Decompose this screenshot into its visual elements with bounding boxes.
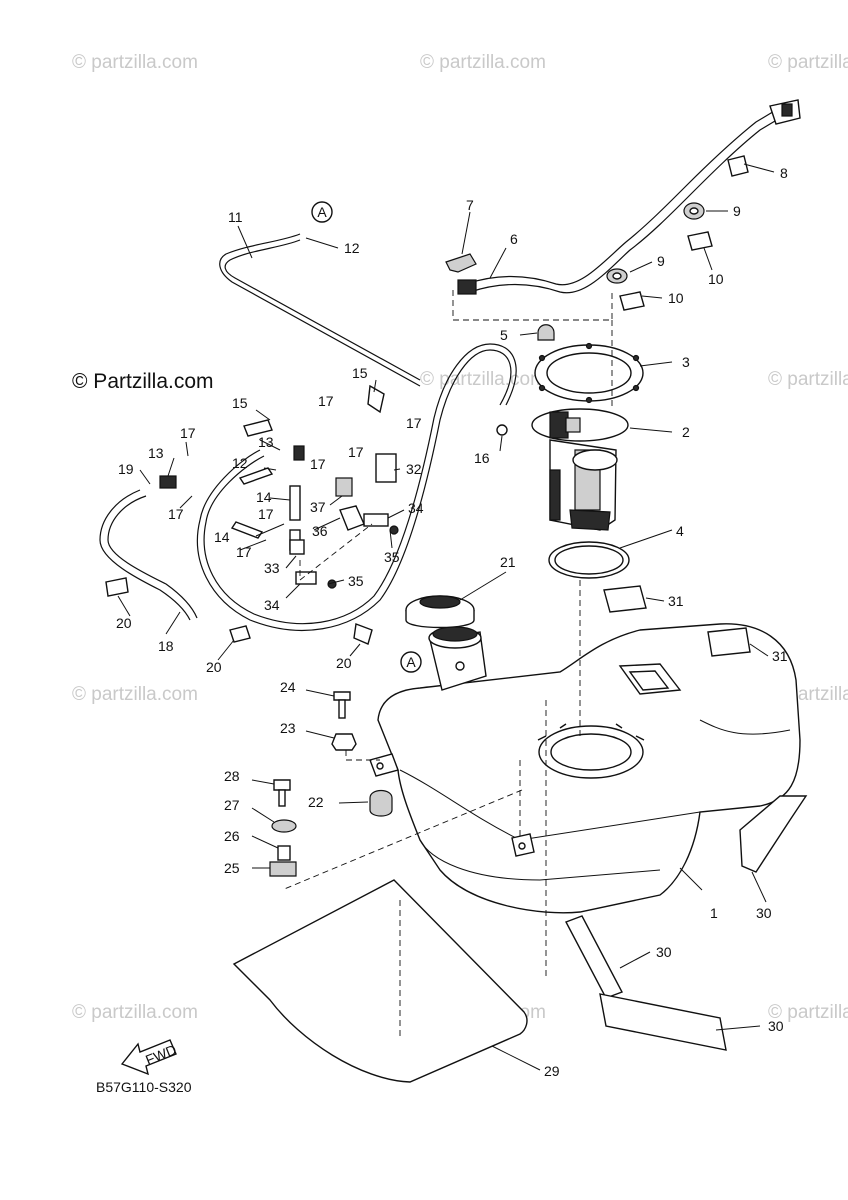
callout: 17: [258, 506, 274, 522]
watermark: © partzilla.com: [768, 52, 848, 73]
clamp: [727, 155, 749, 177]
fuel-tank: [369, 623, 801, 914]
callout: 3: [682, 354, 690, 370]
reference-marker-a: A A: [311, 201, 422, 673]
callout: 15: [232, 395, 248, 411]
callout: 20: [116, 615, 132, 631]
callout: 26: [224, 828, 240, 844]
callout: 20: [336, 655, 352, 671]
under-cover: [232, 879, 528, 1083]
mounting-plate: [534, 342, 644, 404]
callout: 23: [280, 720, 296, 736]
callout: 31: [668, 593, 684, 609]
fittings: [159, 384, 399, 589]
callout: 19: [118, 461, 134, 477]
callout: 28: [224, 768, 240, 784]
callout: 35: [348, 573, 364, 589]
callout: 13: [258, 434, 274, 450]
svg-text:FWD: FWD: [143, 1041, 179, 1068]
callout: 4: [676, 523, 684, 539]
callout: 33: [264, 560, 280, 576]
callout: 27: [224, 797, 240, 813]
watermark: © partzilla.com: [72, 684, 198, 705]
foam-strip: [565, 795, 808, 1051]
callout: 17: [236, 544, 252, 560]
callout: 37: [310, 499, 326, 515]
callout: 14: [214, 529, 230, 545]
callout: 10: [668, 290, 684, 306]
callout: 10: [708, 271, 724, 287]
callout: 6: [510, 231, 518, 247]
callout: 29: [544, 1063, 560, 1079]
clip-16: [496, 424, 508, 436]
callout: 1: [710, 905, 718, 921]
callout: 7: [466, 197, 474, 213]
watermark: © partzilla.com: [72, 52, 198, 73]
callout: 17: [180, 425, 196, 441]
fuel-cap: [405, 595, 475, 629]
hose-left: [99, 489, 191, 621]
callout: 2: [682, 424, 690, 440]
forward-direction-arrow: FWD: [120, 1039, 179, 1076]
callout: 34: [264, 597, 280, 613]
watermark-main: © Partzilla.com: [72, 370, 214, 393]
holder: [619, 231, 713, 311]
callout: 35: [384, 549, 400, 565]
clip: [445, 253, 477, 273]
callout: 8: [780, 165, 788, 181]
watermark: © partzilla.com: [768, 369, 848, 390]
callout: 30: [656, 944, 672, 960]
callout: 18: [158, 638, 174, 654]
callout: 9: [657, 253, 665, 269]
callout: 30: [768, 1018, 784, 1034]
callout: 17: [406, 415, 422, 431]
callout: 9: [733, 203, 741, 219]
callout: 20: [206, 659, 222, 675]
callout: 11: [228, 209, 243, 225]
dash-lines: [281, 290, 613, 1040]
leader-lines: [117, 163, 775, 1071]
gasket: [548, 541, 630, 579]
grommet: [606, 202, 705, 284]
callout: 15: [352, 365, 368, 381]
vent-hose: [196, 349, 512, 631]
hose-clip: [105, 577, 373, 645]
callout: 31: [772, 648, 788, 664]
callout: 17: [318, 393, 334, 409]
fuel-line: [457, 99, 801, 295]
watermark: © partzilla.com: [420, 369, 546, 390]
svg-text:A: A: [406, 654, 416, 670]
diagram-code: B57G110-S320: [96, 1079, 192, 1095]
callout: 30: [756, 905, 772, 921]
callout: 22: [308, 794, 324, 810]
callout: 17: [348, 444, 364, 460]
callout: 36: [312, 523, 328, 539]
callout: 14: [256, 489, 272, 505]
cap: [537, 324, 555, 341]
callout: 25: [224, 860, 240, 876]
callout: 32: [406, 461, 422, 477]
callout: 13: [148, 445, 164, 461]
callout: 17: [310, 456, 326, 472]
callout: 12: [232, 455, 248, 471]
fuel-pump: [531, 408, 629, 531]
callout: 34: [408, 500, 424, 516]
watermark: © partzilla.com: [768, 1002, 848, 1023]
callout-numbers: 1 2 3 4 5 6 7 8 9 9 10 10 11 12 12 13 13…: [116, 165, 788, 1079]
mounting-hardware: [269, 691, 393, 877]
filler-neck: [428, 626, 487, 691]
breather-hose: [224, 239, 421, 381]
watermark: © partzilla.com: [72, 1002, 198, 1023]
callout: 17: [168, 506, 184, 522]
watermark: © partzilla.com: [420, 52, 546, 73]
svg-text:A: A: [317, 204, 327, 220]
callout: 16: [474, 450, 490, 466]
callout: 24: [280, 679, 296, 695]
damper-block: [603, 585, 751, 657]
callout: 21: [500, 554, 516, 570]
callout: 12: [344, 240, 360, 256]
callout: 5: [500, 327, 508, 343]
